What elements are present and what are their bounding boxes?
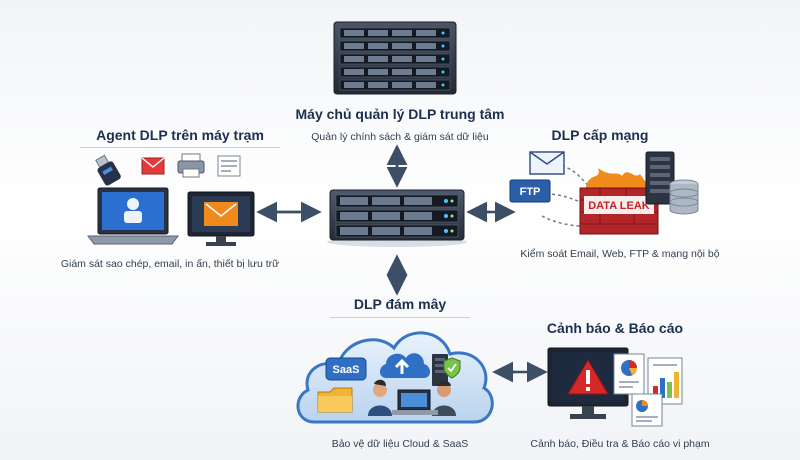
network-dlp-caption: Kiểm soát Email, Web, FTP & mạng nội bộ (520, 248, 720, 260)
endpoint-agent-caption: Giám sát sao chép, email, in ấn, thiết b… (60, 258, 280, 270)
ftp-label: FTP (520, 186, 541, 198)
folder-icon (317, 387, 353, 413)
bar-chart-report-icon (647, 357, 683, 405)
shield-check-icon (443, 357, 461, 379)
central-server-caption: Quản lý chính sách & giám sát dữ liệu (311, 131, 489, 143)
cloud-dlp-title: DLP đám mây (353, 296, 447, 312)
alert-report-title: Cảnh báo & Báo cáo (546, 320, 684, 336)
network-dlp-title: DLP cấp mạng (551, 127, 649, 143)
endpoint-agent-title: Agent DLP trên máy trạm (96, 127, 264, 143)
saas-badge: SaaS (325, 357, 367, 381)
saas-label: SaaS (333, 364, 360, 376)
document-icon (217, 155, 241, 177)
rack-server-icon (333, 21, 457, 95)
summary-report-icon (631, 393, 663, 427)
firewall-data-leak-icon: DATA LEAK (579, 168, 659, 235)
database-icon (669, 179, 699, 215)
central-hub-server-icon (327, 189, 467, 247)
data-leak-label: DATA LEAK (588, 200, 650, 212)
usb-drive-icon (95, 154, 121, 186)
alert-report-caption: Cảnh báo, Điều tra & Báo cáo vi phạm (530, 438, 710, 450)
network-server-tower-icon (645, 151, 675, 205)
email-envelope-icon (141, 157, 165, 175)
network-dlp-cluster: FTP DATA LEAK (509, 151, 699, 235)
desktop-monitor-icon (187, 191, 255, 246)
ftp-server-icon: FTP (509, 179, 551, 203)
laptop-icon (87, 187, 179, 245)
alert-monitor-icon (547, 347, 629, 419)
cloud-title-underline (330, 317, 470, 318)
alert-report-cluster (547, 347, 683, 427)
endpoint-devices-cluster (87, 153, 255, 246)
cloud-dlp-caption: Bảo vệ dữ liệu Cloud & SaaS (331, 438, 469, 450)
pie-chart-report-icon (613, 353, 645, 395)
central-server-title: Máy chủ quản lý DLP trung tâm (295, 106, 505, 122)
endpoint-title-underline (80, 147, 280, 148)
cloud-upload-icon (380, 353, 430, 378)
cloud-dlp-cluster: SaaS (296, 331, 494, 424)
email-envelope-icon (529, 151, 565, 175)
users-at-laptop-icon (368, 379, 456, 416)
printer-icon (177, 153, 205, 178)
